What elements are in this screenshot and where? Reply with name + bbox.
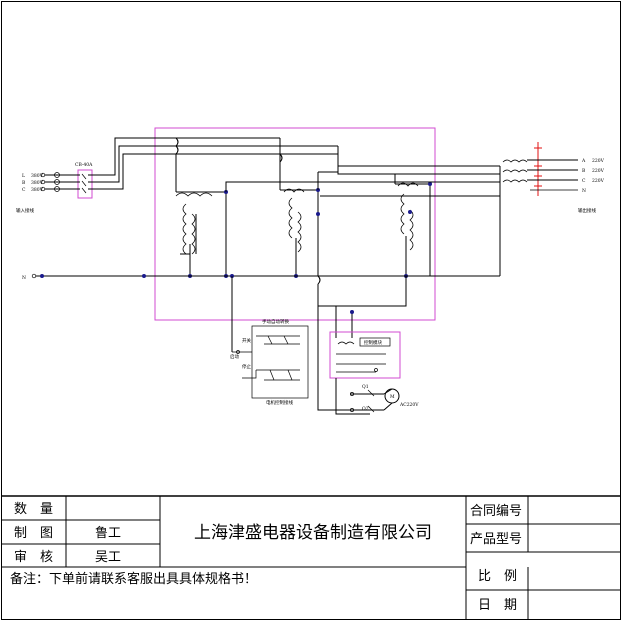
svg-text:开关: 开关 — [242, 337, 251, 344]
transformer-phase-c — [394, 174, 432, 278]
label-contract-number: 合同编号 — [470, 504, 522, 519]
value-drawn-by: 鲁工 — [95, 526, 121, 541]
svg-text:M: M — [390, 394, 395, 400]
svg-text:C: C — [582, 178, 586, 184]
svg-text:AC220V: AC220V — [399, 402, 419, 408]
bottom-caption: 电机控制接线 — [266, 399, 293, 406]
control-box — [251, 325, 309, 399]
svg-text:380V: 380V — [31, 187, 44, 193]
svg-text:控制模块: 控制模块 — [364, 339, 382, 346]
svg-text:B: B — [22, 180, 26, 186]
svg-text:B: B — [582, 168, 586, 174]
svg-text:220V: 220V — [592, 168, 605, 174]
svg-text:380V: 380V — [31, 173, 44, 179]
transformer-phase-b — [279, 162, 320, 278]
svg-text:CB-40A: CB-40A — [75, 162, 93, 168]
label-quantity: 数 量 — [14, 502, 53, 517]
wiring-schematic: L B C 380V 380V 380V 输入接线 CB-40A — [16, 127, 605, 415]
svg-text:启动: 启动 — [230, 353, 239, 360]
svg-text:A: A — [581, 158, 586, 164]
value-reviewed-by: 吴工 — [95, 550, 121, 565]
input-terminals: L B C 380V 380V 380V 输入接线 — [16, 172, 60, 214]
label-drawn-by: 制 图 — [14, 526, 53, 541]
svg-text:N: N — [582, 188, 586, 194]
label-product-model: 产品型号 — [470, 532, 522, 547]
label-reviewed-by: 审 核 — [14, 550, 53, 565]
svg-text:Q1: Q1 — [362, 384, 369, 390]
svg-text:N: N — [22, 275, 26, 281]
transformer-phase-a — [175, 154, 228, 278]
transformer-enclosure — [154, 127, 436, 321]
svg-text:C: C — [22, 187, 26, 193]
neutral-bus: N — [22, 273, 500, 285]
order-note: 备注：下单前请联系客服出具具体规格书！ — [10, 571, 257, 587]
control-module — [329, 331, 401, 379]
svg-text:220V: 220V — [592, 158, 605, 164]
control-circuit: 手动自动转换 开关 启动 停止 电机控制接线 控制模块 — [230, 276, 419, 415]
output-terminals: A B C N 220V 220V 220V 输出接线 — [502, 142, 605, 214]
input-caption: 输入接线 — [16, 207, 34, 214]
svg-text:手动自动转换: 手动自动转换 — [262, 318, 289, 325]
svg-text:380V: 380V — [31, 180, 44, 186]
svg-text:L: L — [22, 173, 25, 179]
company-name: 上海津盛电器设备制造有限公司 — [194, 523, 432, 543]
svg-text:220V: 220V — [592, 178, 605, 184]
label-date: 日 期 — [478, 598, 517, 613]
title-block: 数 量 制 图 审 核 鲁工 吴工 上海津盛电器设备制造有限公司 备注：下单前请… — [2, 495, 620, 620]
svg-text:停止: 停止 — [242, 363, 251, 370]
main-breaker: CB-40A — [75, 162, 93, 199]
svg-text:Q2: Q2 — [362, 406, 369, 412]
output-caption: 输出接线 — [578, 207, 596, 214]
label-scale: 比 例 — [478, 569, 517, 584]
